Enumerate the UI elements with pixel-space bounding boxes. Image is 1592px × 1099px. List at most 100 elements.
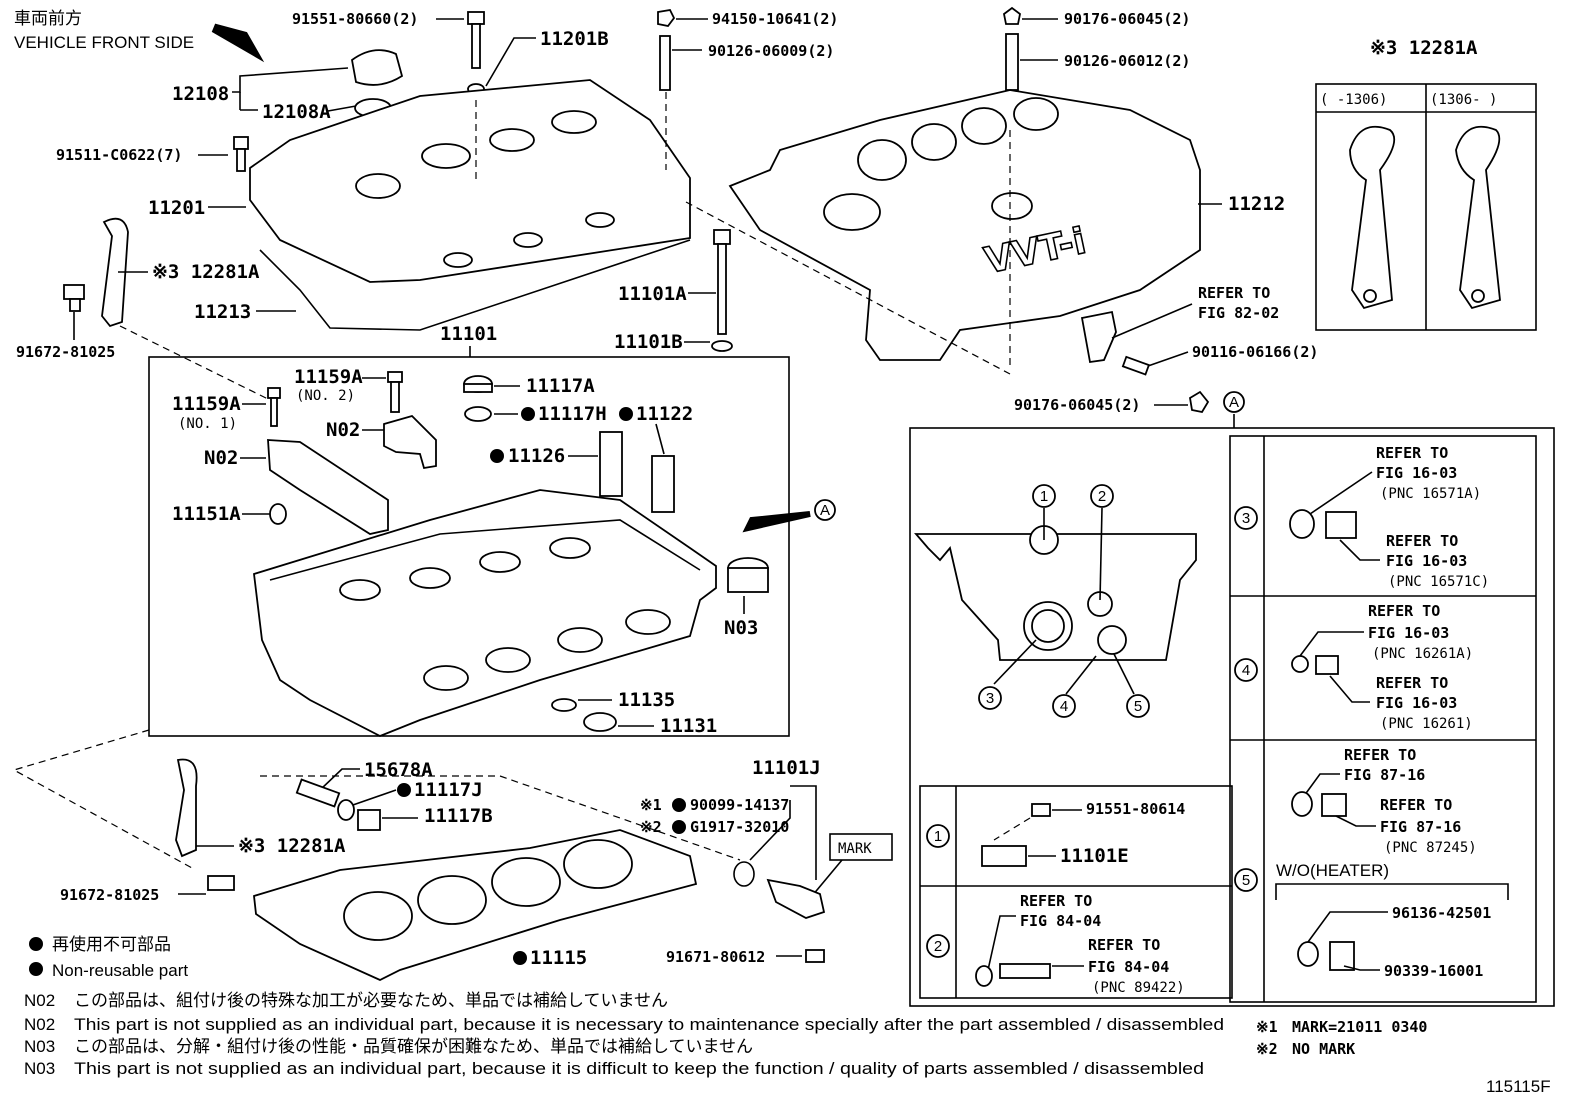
row3-refer-3[interactable]: REFER TO: [1386, 532, 1458, 550]
row-3-callout-num: 3: [1242, 510, 1250, 527]
label-refer-82-1[interactable]: REFER TO: [1198, 284, 1270, 302]
detail-a-callout-4[interactable]: [1052, 694, 1076, 718]
label-12281A-a[interactable]: ※3 12281A: [152, 261, 260, 283]
label-N02-b[interactable]: N02: [204, 447, 238, 469]
detail-a-callout-3-num: 3: [986, 690, 994, 707]
gasket-icon-3: [975, 965, 993, 987]
label-91511-c0622[interactable]: 91511-C0622(7): [56, 146, 182, 164]
label-94150-10641[interactable]: 94150-10641(2): [712, 10, 838, 28]
label-11117A[interactable]: 11117A: [526, 375, 595, 397]
label-91672-81025-b[interactable]: 91672-81025: [60, 886, 159, 904]
label-11213[interactable]: 11213: [194, 301, 251, 323]
label-11117H[interactable]: 11117H: [538, 403, 607, 425]
label-11101A[interactable]: 11101A: [618, 283, 687, 305]
label-11101J[interactable]: 11101J: [752, 757, 821, 779]
label-90176-06045-b[interactable]: 90176-06045(2): [1014, 396, 1140, 414]
label-11201[interactable]: 11201: [148, 197, 205, 219]
label-refer-82-2[interactable]: FIG 82-02: [1198, 304, 1279, 322]
detail-a-callout-5[interactable]: [1126, 694, 1150, 718]
stud-icon-2: [1005, 33, 1019, 91]
label-11117B[interactable]: 11117B: [424, 805, 493, 827]
view-a-label-mid: A: [820, 502, 830, 519]
label-11135[interactable]: 11135: [618, 689, 675, 711]
stud-bolt-icon-2: [295, 778, 341, 808]
label-N02-a[interactable]: N02: [326, 419, 360, 441]
hose-clamp-icon-4: [1297, 941, 1355, 971]
label-11101B[interactable]: 11101B: [614, 331, 683, 353]
detail-a-callout-1[interactable]: [1032, 484, 1056, 508]
mark-note-2-text: NO MARK: [1292, 1040, 1355, 1058]
row3-pnc-2[interactable]: (PNC 16571C): [1388, 574, 1489, 590]
label-11131[interactable]: 11131: [660, 715, 717, 737]
detail-a-callout-2[interactable]: [1090, 484, 1114, 508]
detail-a-callout-3[interactable]: [978, 686, 1002, 710]
label-91551-80660[interactable]: 91551-80660(2): [292, 10, 418, 28]
label-12281A-c[interactable]: ※3 12281A: [1370, 37, 1478, 59]
label-11212[interactable]: 11212: [1228, 193, 1285, 215]
mark-note-2-mark: ※2: [1256, 1040, 1278, 1058]
row4-refer-2[interactable]: FIG 16-03: [1368, 624, 1449, 642]
label-11122[interactable]: 11122: [636, 403, 693, 425]
label-90116-06166[interactable]: 90116-06166(2): [1192, 343, 1318, 361]
label-11126[interactable]: 11126: [508, 445, 565, 467]
label-90126-06009[interactable]: 90126-06009(2): [708, 42, 834, 60]
row2-refer-4[interactable]: FIG 84-04: [1088, 958, 1169, 976]
row2-refer-2[interactable]: FIG 84-04: [1020, 912, 1101, 930]
label-11159A-2-sub[interactable]: (NO. 2): [296, 388, 355, 404]
row5-pnc[interactable]: (PNC 87245): [1384, 840, 1477, 856]
row4-refer-1[interactable]: REFER TO: [1368, 602, 1440, 620]
bolt-icon-3: [63, 284, 85, 312]
row3-refer-1[interactable]: REFER TO: [1376, 444, 1448, 462]
row2-refer-1[interactable]: REFER TO: [1020, 892, 1092, 910]
view-a-marker-top[interactable]: [1223, 391, 1245, 413]
view-a-marker-mid[interactable]: [814, 499, 836, 521]
row5-label-96136[interactable]: 96136-42501: [1392, 904, 1491, 922]
row2-pnc[interactable]: (PNC 89422): [1092, 980, 1185, 996]
hanger-new-icon: [1455, 125, 1501, 310]
row4-pnc-1[interactable]: (PNC 16261A): [1372, 646, 1473, 662]
row5-label-90339[interactable]: 90339-16001: [1384, 962, 1483, 980]
label-12281A-b[interactable]: ※3 12281A: [238, 835, 346, 857]
row5-refer-1[interactable]: REFER TO: [1344, 746, 1416, 764]
label-12108[interactable]: 12108: [172, 83, 229, 105]
label-90126-06012[interactable]: 90126-06012(2): [1064, 52, 1190, 70]
note-text-0: この部品は、組付け後の特殊な加工が必要なため、単品では補給していません: [74, 991, 668, 1010]
label-90176-06045-top[interactable]: 90176-06045(2): [1064, 10, 1190, 28]
label-11159A-1[interactable]: 11159A: [172, 393, 241, 415]
row3-refer-4[interactable]: FIG 16-03: [1386, 552, 1467, 570]
label-11101[interactable]: 11101: [440, 323, 497, 345]
engine-hanger-icon-2: [175, 758, 198, 858]
row4-pnc-2[interactable]: (PNC 16261): [1380, 716, 1473, 732]
label-11117J[interactable]: 11117J: [414, 779, 483, 801]
label-91671-80612[interactable]: 91671-80612: [666, 948, 765, 966]
bolt-icon-5: [387, 371, 403, 413]
row5-refer-4[interactable]: FIG 87-16: [1380, 818, 1461, 836]
row4-refer-4[interactable]: FIG 16-03: [1376, 694, 1457, 712]
label-15678A[interactable]: 15678A: [364, 759, 433, 781]
label-90099-14137[interactable]: 90099-14137: [690, 796, 789, 814]
front-arrow-icon: [211, 23, 265, 63]
label-11201B[interactable]: 11201B: [540, 28, 609, 50]
label-12108A[interactable]: 12108A: [262, 101, 331, 123]
detail-a-table-left: [919, 785, 1233, 999]
row3-refer-2[interactable]: FIG 16-03: [1376, 464, 1457, 482]
label-91672-81025-a[interactable]: 91672-81025: [16, 343, 115, 361]
row5-refer-3[interactable]: REFER TO: [1380, 796, 1452, 814]
row1-label-a[interactable]: 91551-80614: [1086, 800, 1185, 818]
bolt-icon-4: [267, 387, 281, 427]
row4-refer-3[interactable]: REFER TO: [1376, 674, 1448, 692]
label-N03[interactable]: N03: [724, 617, 758, 639]
non-reusable-dot-11117H: [521, 407, 535, 421]
row2-refer-3[interactable]: REFER TO: [1088, 936, 1160, 954]
label-11159A-1-sub[interactable]: (NO. 1): [178, 416, 237, 432]
row3-pnc-1[interactable]: (PNC 16571A): [1380, 486, 1481, 502]
row5-refer-2[interactable]: FIG 87-16: [1344, 766, 1425, 784]
detail-a-panel: [909, 427, 1555, 1007]
label-11159A-2[interactable]: 11159A: [294, 366, 363, 388]
label-G1917-32010[interactable]: G1917-32010: [690, 818, 789, 836]
plug-icon: [269, 503, 287, 525]
label-11151A[interactable]: 11151A: [172, 503, 241, 525]
label-11115[interactable]: 11115: [530, 947, 587, 969]
row1-label-b[interactable]: 11101E: [1060, 845, 1129, 867]
view-a-label-top: A: [1229, 394, 1239, 411]
